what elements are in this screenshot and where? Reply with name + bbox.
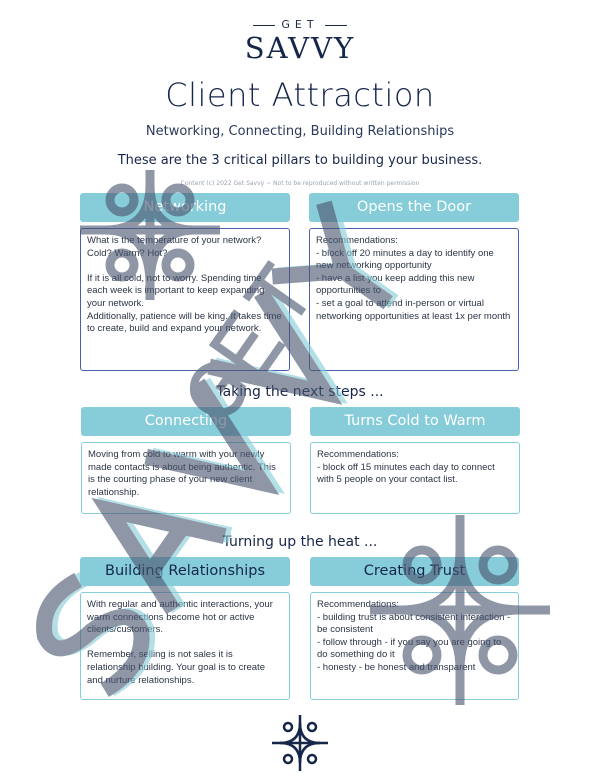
header-connecting: Connecting [81, 407, 291, 436]
section-heading-next-steps: Taking the next steps ... [216, 384, 384, 400]
header-networking: Networking [80, 193, 290, 222]
brand-savvy: SAVVY [244, 31, 356, 65]
card-turns-cold-to-warm: Recommendations: - block off 15 minutes … [310, 442, 520, 514]
header-turns-cold-to-warm: Turns Cold to Warm [310, 407, 520, 436]
pillars-intro: These are the 3 critical pillars to buil… [117, 153, 483, 168]
card-creating-trust: Recommendations: - building trust is abo… [310, 592, 519, 700]
card-opens-the-door: Recommendations: - block off 20 minutes … [309, 228, 519, 371]
header-creating-trust: Creating Trust [310, 557, 519, 586]
header-opens-the-door: Opens the Door [309, 193, 519, 222]
card-building-relationships: With regular and authentic interactions,… [80, 592, 290, 700]
footer-logo-icon [272, 715, 328, 771]
card-networking: What is the temperature of your network?… [80, 228, 290, 371]
section-heading-heat: Turning up the heat ... [222, 534, 378, 550]
page-subtitle: Networking, Connecting, Building Relatio… [145, 124, 455, 139]
card-connecting: Moving from cold to warm with your newly… [81, 442, 291, 514]
brand-get: GET [0, 19, 600, 31]
page-title: Client Attraction [165, 76, 435, 114]
header-building-relationships: Building Relationships [80, 557, 290, 586]
copyright-notice: Content (c) 2022 Get Savvy ~ Not to be r… [180, 180, 420, 187]
